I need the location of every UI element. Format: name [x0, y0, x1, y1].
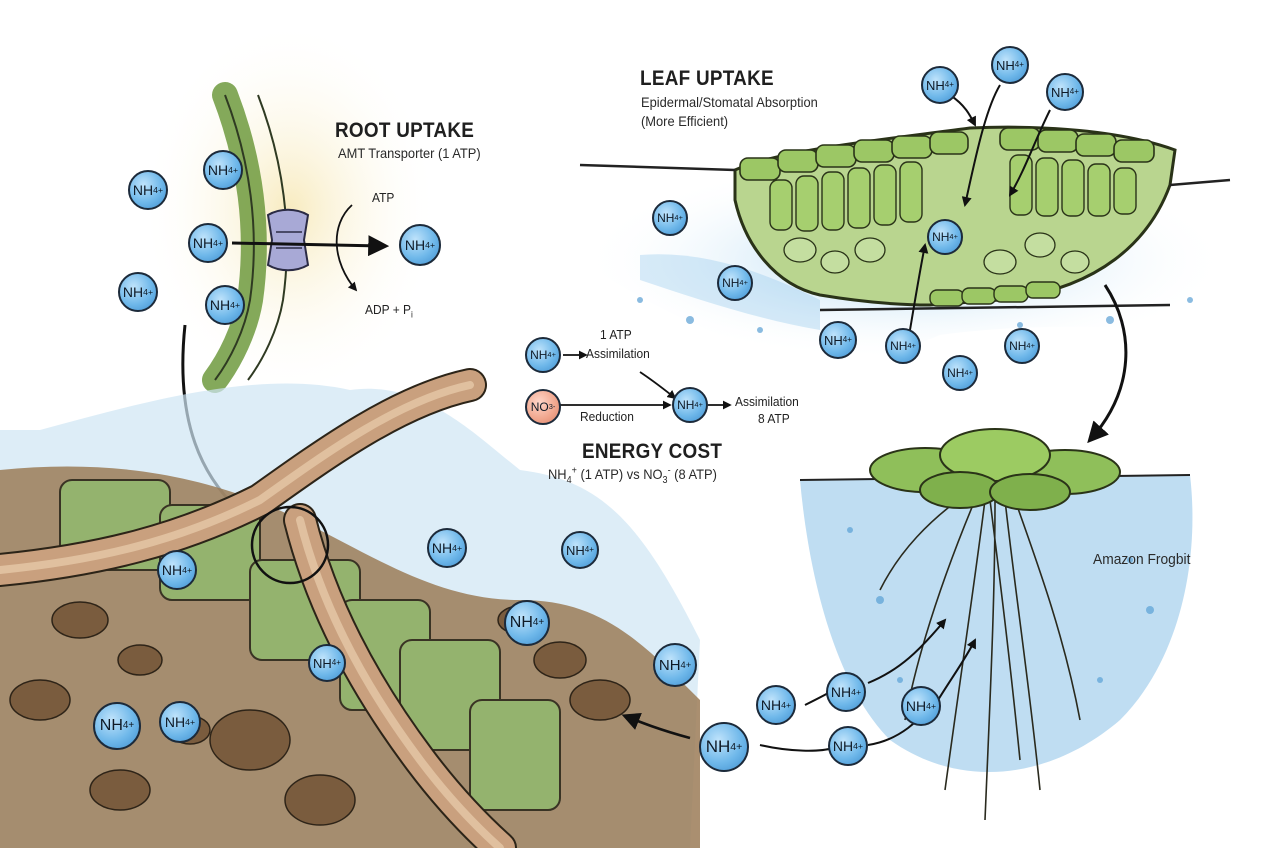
leaf-uptake-note: (More Efficient) [641, 113, 729, 129]
step2-atp-label: 8 ATP [758, 411, 790, 426]
energy-flow-arrows [550, 350, 732, 410]
root-uptake-title: ROOT UPTAKE [335, 119, 475, 142]
leaf-cross-section [579, 125, 1231, 361]
step2-assimilation-label: Assimilation [735, 394, 799, 409]
root-uptake-subtitle: AMT Transporter (1 ATP) [338, 145, 481, 161]
zoom-circle [250, 505, 330, 585]
energy-cost-comparison: NH4+ (1 ATP) vs NO3- (8 ATP) [548, 465, 717, 486]
amt-transporter [266, 208, 310, 272]
frogbit-illustration [799, 428, 1193, 821]
adp-label: ADP + Pi [365, 302, 413, 320]
leaf-uptake-title: LEAF UPTAKE [640, 67, 774, 90]
transport-arrow [231, 235, 390, 257]
amazon-frogbit-label: Amazon Frogbit [1093, 551, 1191, 568]
leaf-to-plant-arrow [1087, 284, 1128, 444]
step1-atp-label: 1 ATP [600, 327, 632, 342]
energy-cost-title: ENERGY COST [582, 440, 723, 463]
leaf-uptake-subtitle: Epidermal/Stomatal Absorption [641, 94, 818, 110]
reduction-label: Reduction [580, 409, 634, 424]
atp-hydrolysis-arrow [335, 204, 358, 292]
step1-assimilation-label: Assimilation [586, 346, 650, 361]
atp-label: ATP [372, 190, 395, 205]
